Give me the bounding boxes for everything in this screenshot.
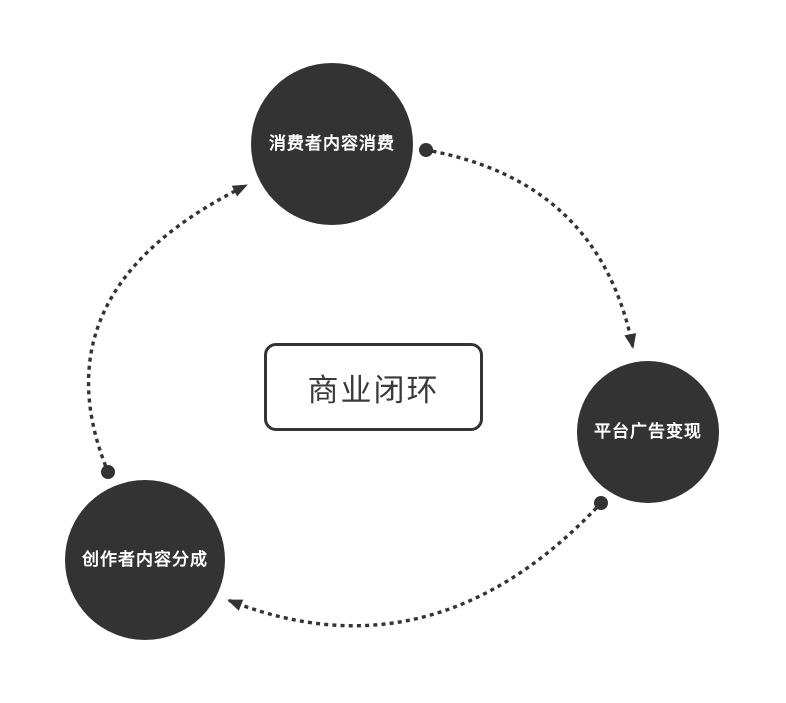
node-consumer-content-consumption: 消费者内容消费 [251, 63, 413, 225]
edge-creator-to-consumer [86, 182, 250, 479]
node-platform-label: 平台广告变现 [594, 421, 702, 441]
center-loop-label: 商业闭环 [307, 372, 440, 408]
edge-consumer-to-platform [419, 143, 637, 350]
center-loop-box: 商业闭环 [264, 343, 483, 431]
node-platform-ad-monetization: 平台广告变现 [577, 361, 719, 503]
node-creator-revenue-share: 创作者内容分成 [65, 480, 225, 640]
node-consumer-label: 消费者内容消费 [269, 133, 395, 153]
node-creator-label: 创作者内容分成 [82, 549, 208, 569]
edge-platform-to-creator [225, 496, 608, 628]
